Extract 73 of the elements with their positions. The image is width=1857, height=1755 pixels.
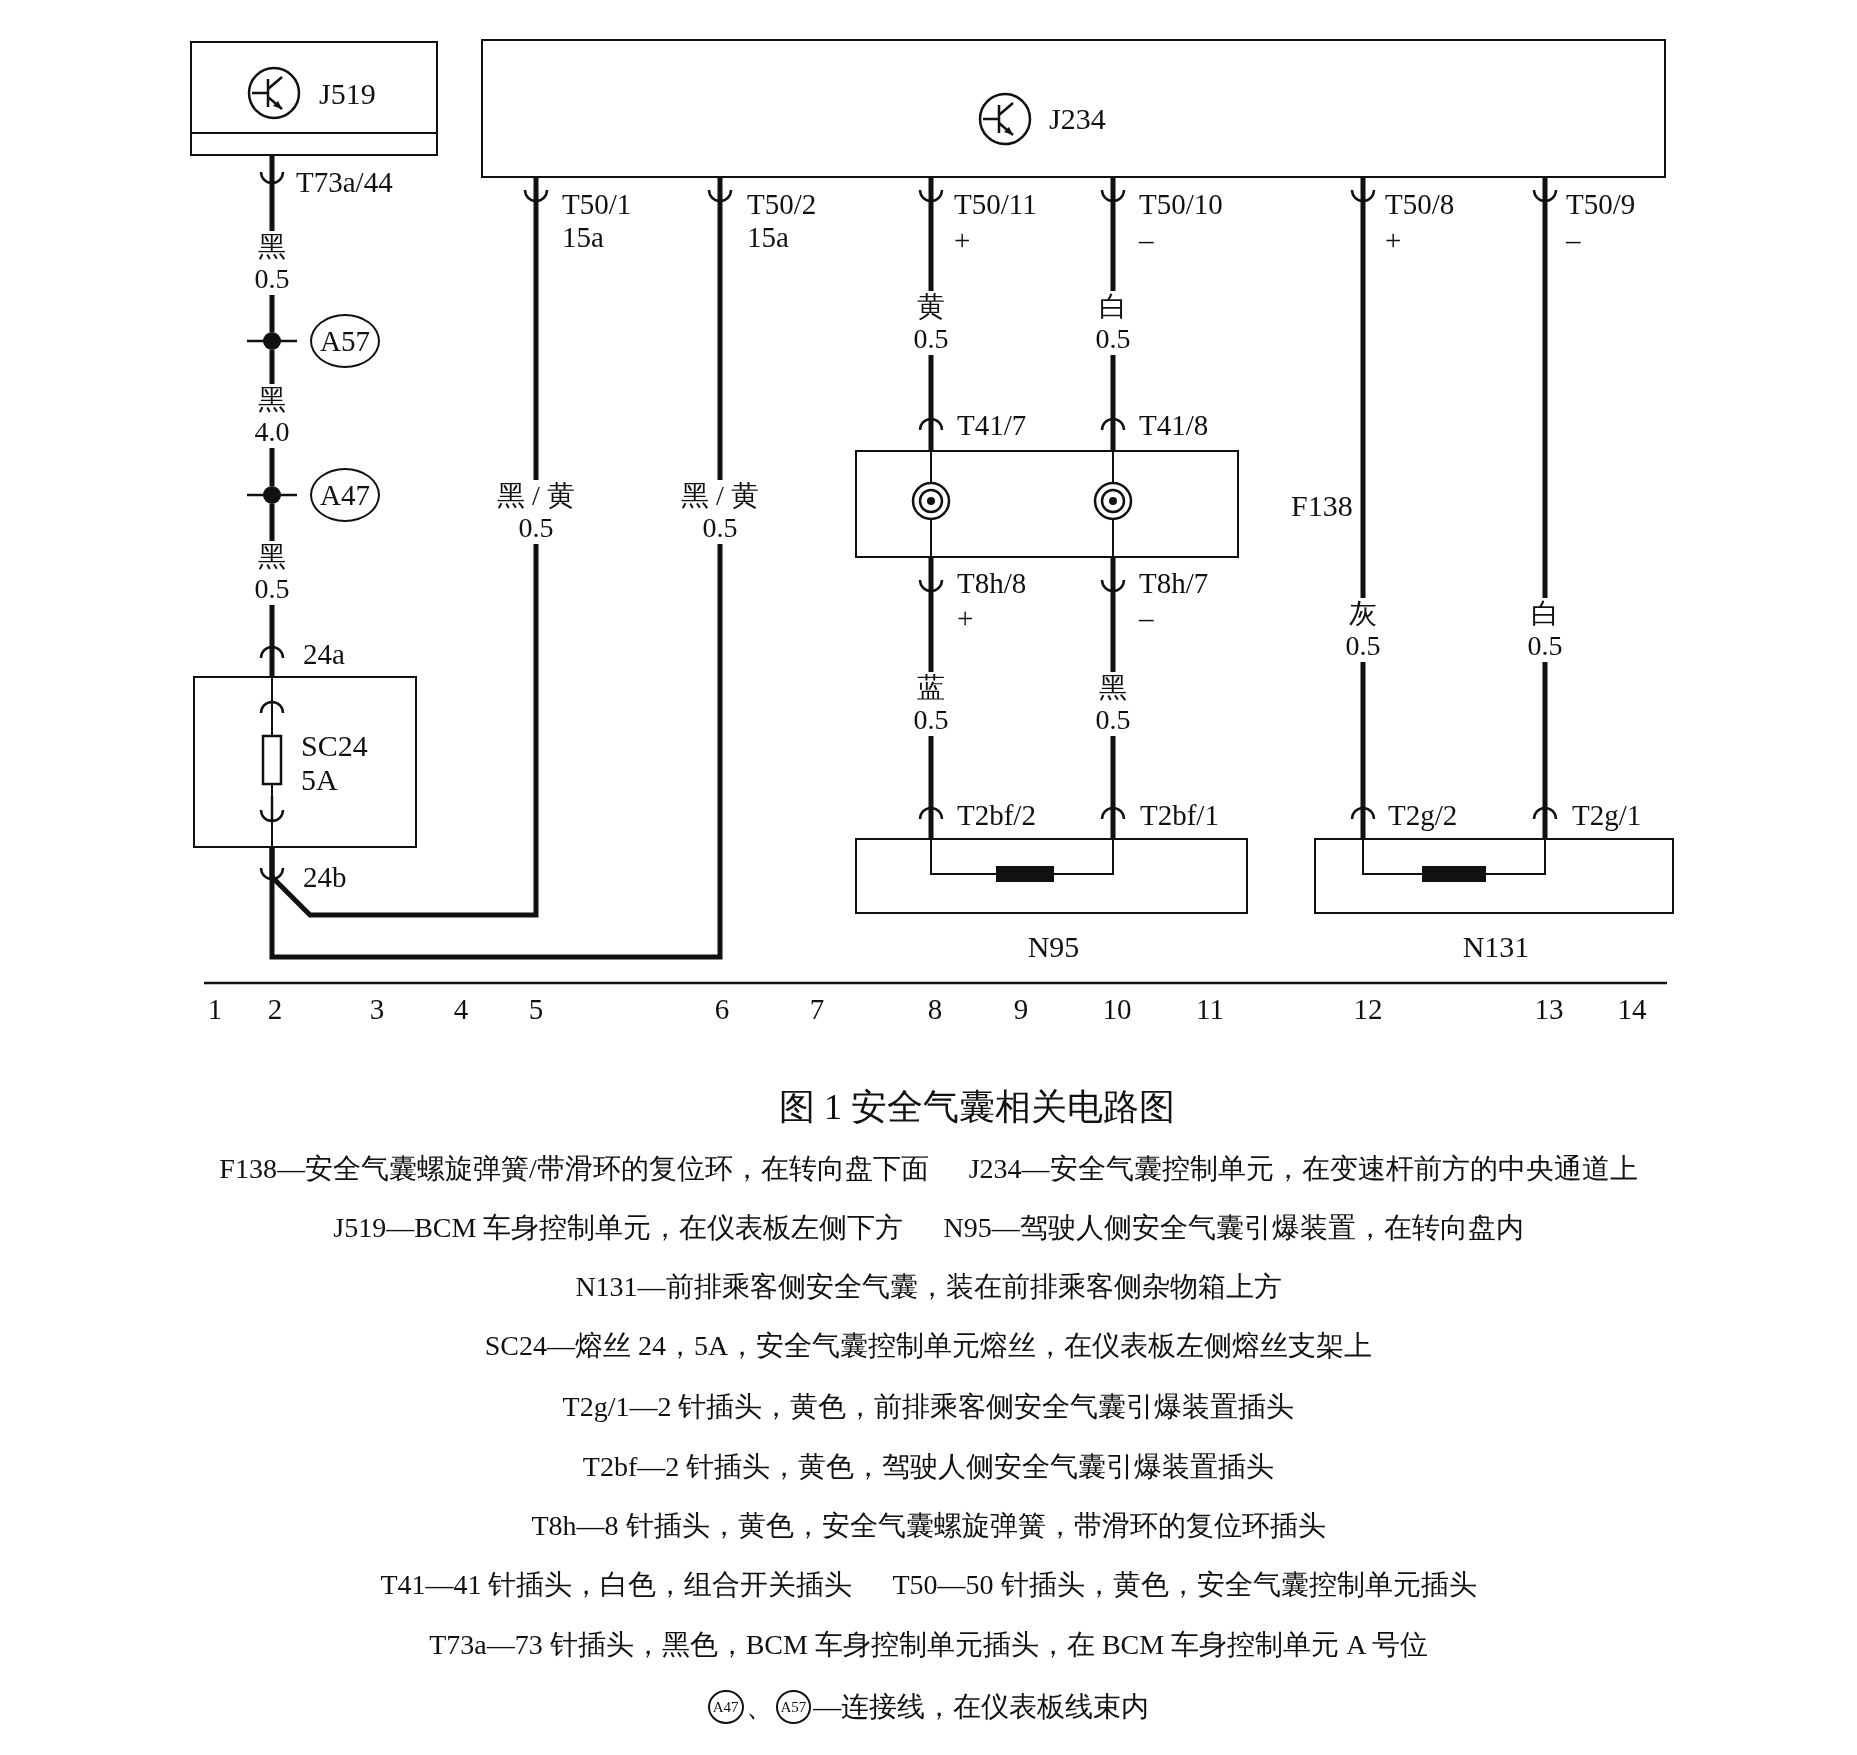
connector-label: 24b: [303, 861, 347, 893]
column-number: 13: [1534, 993, 1564, 1025]
legend-note: T41—41 针插头，白色，组合开关插头: [380, 1569, 853, 1601]
connector-label: T8h/8: [957, 567, 1027, 599]
figure-caption: 图 1 安全气囊相关电路图: [778, 1087, 1176, 1127]
connector-label: +: [1385, 224, 1402, 256]
column-number: 2: [267, 993, 283, 1025]
connector-label: T50/10: [1139, 188, 1223, 220]
component-label: J519: [319, 77, 376, 111]
connector-label: T41/7: [957, 409, 1027, 441]
legend-note: SC24—熔丝 24，5A，安全气囊控制单元熔丝，在仪表板左侧熔丝支架上: [484, 1330, 1373, 1362]
column-number: 9: [1013, 993, 1029, 1025]
splice-label: A47: [310, 468, 380, 522]
legend-note: F138—安全气囊螺旋弹簧/带滑环的复位环，在转向盘下面: [219, 1153, 929, 1185]
column-number: 3: [369, 993, 385, 1025]
splice-point: [247, 486, 297, 504]
connector-label: T8h/7: [1139, 567, 1209, 599]
connector-label: T2g/1: [1572, 799, 1642, 831]
column-number: 12: [1353, 993, 1383, 1025]
component-label: N95: [1026, 930, 1081, 964]
column-number: 10: [1102, 993, 1132, 1025]
component-label: 5A: [301, 763, 338, 797]
connector-label: T50/9: [1566, 188, 1636, 220]
legend-note: —连接线，在仪表板线束内: [813, 1691, 1150, 1723]
control-unit-box: [481, 39, 1666, 178]
legend-note: N95—驾驶人侧安全气囊引爆装置，在转向盘内: [943, 1212, 1524, 1244]
component-label: J234: [1049, 102, 1106, 136]
column-number: 8: [927, 993, 943, 1025]
wire: [1542, 178, 1548, 838]
wire: [269, 178, 723, 960]
legend-note: J234—安全气囊控制单元，在变速杆前方的中央通道上: [968, 1153, 1638, 1185]
component-label: F138: [1291, 489, 1353, 523]
connector-label: –: [1139, 602, 1154, 634]
column-number: 5: [528, 993, 544, 1025]
splice-label: A47: [707, 1690, 744, 1724]
column-number: 4: [453, 993, 469, 1025]
connector-label: T2bf/2: [957, 799, 1036, 831]
splice-label: A57: [775, 1690, 812, 1724]
column-number: 11: [1196, 993, 1224, 1025]
connector-label: 15a: [562, 221, 604, 253]
splice-point: [247, 332, 297, 350]
column-number: 1: [207, 993, 223, 1025]
wire: [1360, 178, 1366, 838]
splice-label: A57: [310, 314, 380, 368]
legend-note: T50—50 针插头，黄色，安全气囊控制单元插头: [892, 1569, 1477, 1601]
connector-label: T50/2: [747, 188, 817, 220]
component-label: N131: [1461, 930, 1531, 964]
legend-note: 、: [745, 1691, 774, 1723]
legend-note: T73a—73 针插头，黑色，BCM 车身控制单元插头，在 BCM 车身控制单元 A 号位: [429, 1629, 1428, 1661]
connector-label: T2g/2: [1388, 799, 1458, 831]
legend-note: T2g/1—2 针插头，黄色，前排乘客侧安全气囊引爆装置插头: [562, 1391, 1295, 1423]
connector-label: –: [1139, 224, 1154, 256]
connector-label: 24a: [303, 638, 345, 670]
connector-label: T73a/44: [296, 166, 393, 198]
connector-label: –: [1566, 224, 1581, 256]
connector-label: T50/1: [562, 188, 632, 220]
legend-note: T2bf—2 针插头，黄色，驾驶人侧安全气囊引爆装置插头: [582, 1451, 1275, 1483]
legend-note: T8h—8 针插头，黄色，安全气囊螺旋弹簧，带滑环的复位环插头: [531, 1510, 1326, 1542]
connector-label: +: [954, 224, 971, 256]
control-unit-box: [190, 41, 438, 156]
fuse-box: [193, 676, 417, 848]
column-number: 6: [714, 993, 730, 1025]
column-number: 7: [809, 993, 825, 1025]
connector-label: T2bf/1: [1140, 799, 1219, 831]
connector-label: T50/8: [1385, 188, 1455, 220]
legend-note: N131—前排乘客侧安全气囊，装在前排乘客侧杂物箱上方: [575, 1271, 1282, 1303]
connector-label: +: [957, 602, 974, 634]
connector-label: T50/11: [954, 188, 1037, 220]
connector-label: 15a: [747, 221, 789, 253]
connector-label: T41/8: [1139, 409, 1209, 441]
legend-note: J519—BCM 车身控制单元，在仪表板左侧下方: [333, 1212, 904, 1244]
column-number: 14: [1617, 993, 1647, 1025]
component-label: SC24: [301, 729, 368, 763]
